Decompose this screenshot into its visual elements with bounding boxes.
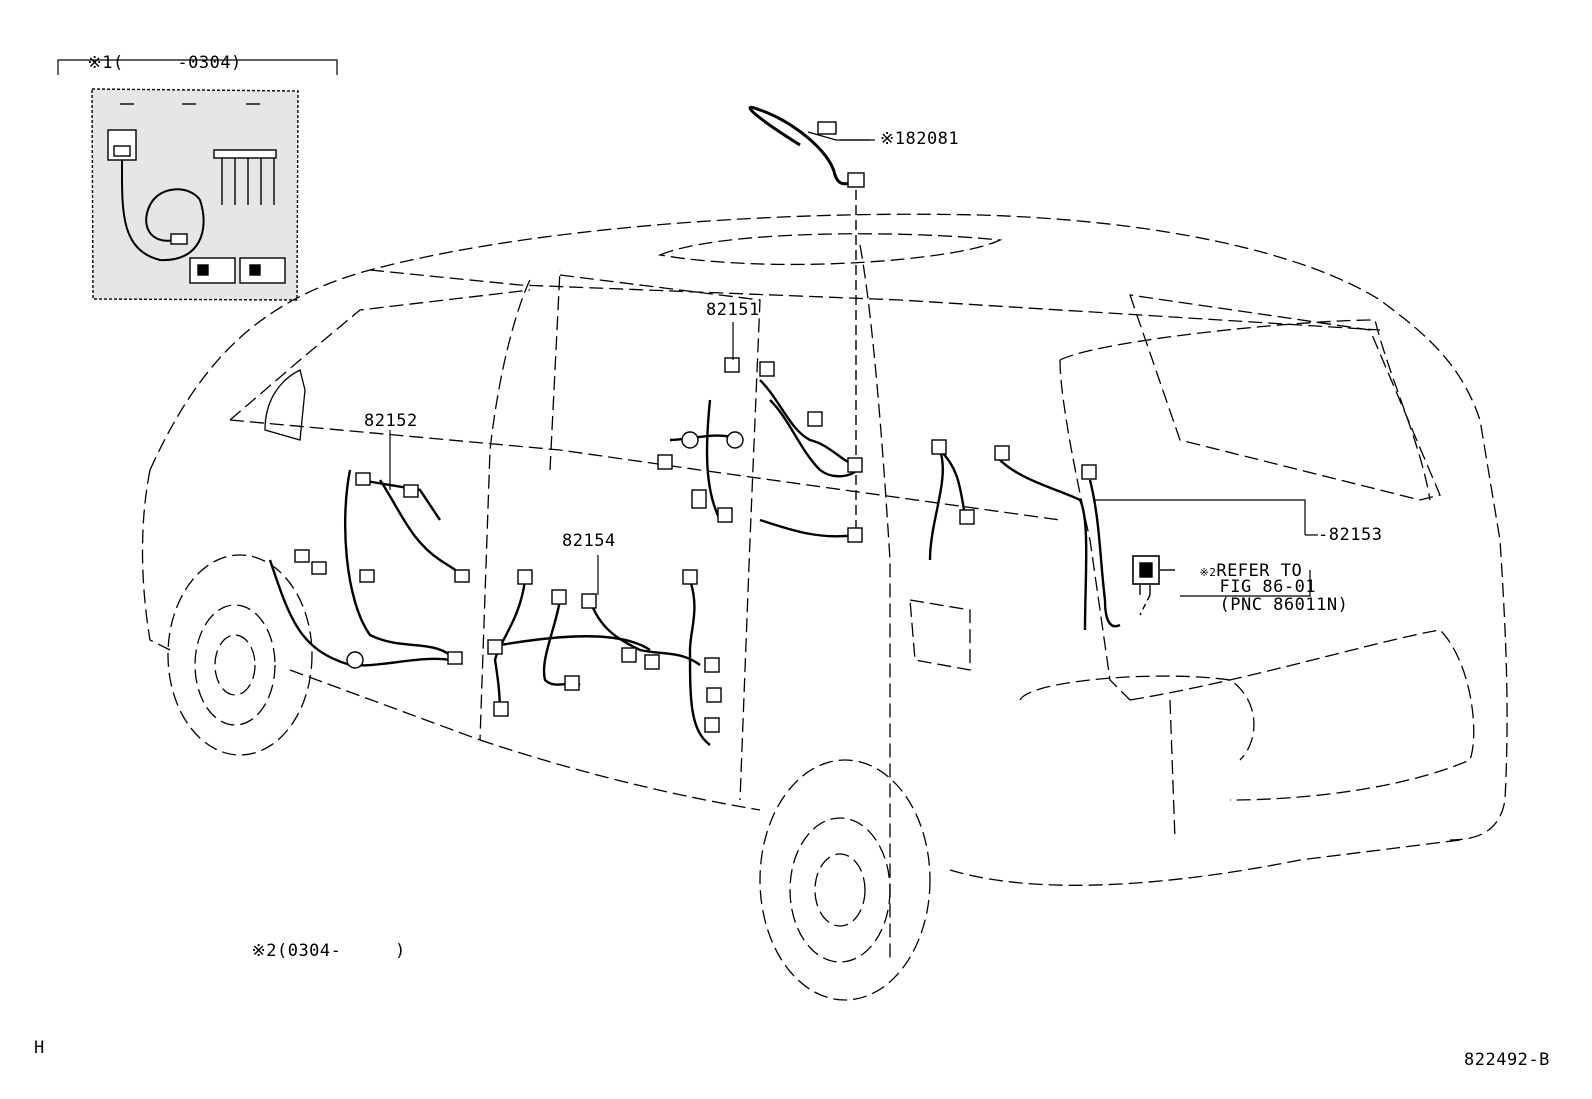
part-label-82151: 82151 bbox=[706, 300, 760, 320]
inset-kit-panel bbox=[57, 59, 338, 301]
refer-line2-box: FIG 86-01 bbox=[1198, 562, 1316, 596]
connector-clip-icon bbox=[189, 257, 286, 284]
refer-line1: REFER TO bbox=[1216, 561, 1303, 581]
harness-82151 bbox=[657, 322, 863, 543]
refer-line3: (PNC 86011N) bbox=[1219, 595, 1349, 615]
note2-label: ※2(0304- ) bbox=[230, 926, 406, 960]
part-label-82153-text: 82153 bbox=[1328, 525, 1383, 545]
relay-part-icon bbox=[1132, 555, 1311, 616]
front-wheel bbox=[167, 554, 313, 756]
part-label-82153: -82153 bbox=[1318, 525, 1383, 545]
part-label-182081: ※182081 bbox=[880, 129, 960, 149]
refer-line2: FIG 86-01 bbox=[1219, 577, 1317, 597]
part-label-82152: 82152 bbox=[364, 411, 418, 431]
harness-82152 bbox=[268, 430, 470, 669]
refer-line3-box: (PNC 86011N) bbox=[1198, 580, 1348, 614]
screw-set-icon bbox=[213, 149, 277, 205]
refer-note: ※2REFER TO bbox=[1178, 544, 1302, 582]
refer-mark: ※2 bbox=[1199, 566, 1217, 579]
rear-wheel bbox=[759, 759, 931, 1001]
corner-letter: H bbox=[34, 1038, 45, 1058]
roof-harness-182081 bbox=[748, 105, 870, 540]
note1-text: ( -0304) bbox=[112, 53, 242, 73]
note1-mark: ※1 bbox=[87, 53, 113, 73]
part-label-82154: 82154 bbox=[562, 531, 616, 551]
note1-label: ※1( -0304) bbox=[66, 38, 242, 72]
note2-text: (0304- ) bbox=[276, 941, 406, 961]
harness-82154 bbox=[487, 555, 722, 746]
harness-82153 bbox=[928, 439, 1318, 631]
vehicle-body-outline bbox=[141, 213, 1508, 960]
note2-mark: ※2 bbox=[251, 941, 277, 961]
figure-code: 822492-B bbox=[1464, 1050, 1550, 1070]
